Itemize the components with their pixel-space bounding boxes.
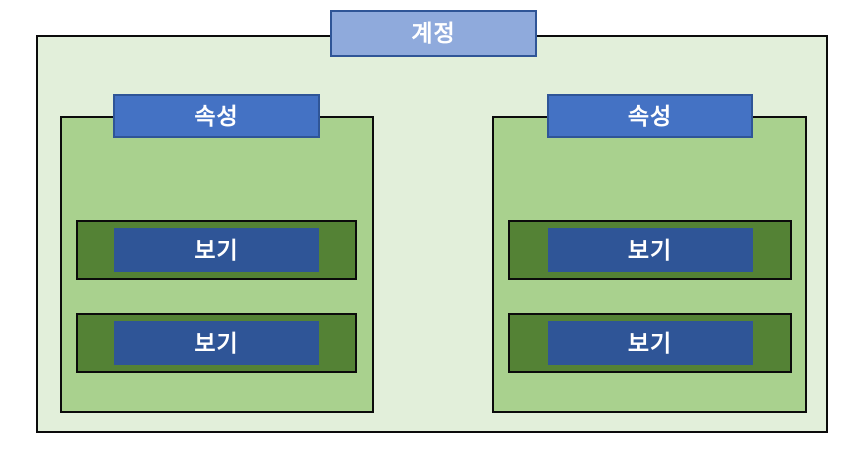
view-node-left-2: 보기 <box>114 321 319 365</box>
view-container-right-1: 보기 <box>508 220 792 280</box>
property-node-right: 속성 <box>547 94 753 138</box>
view-container-left-1: 보기 <box>76 220 357 280</box>
view-container-right-2: 보기 <box>508 313 792 373</box>
view-node-right-1: 보기 <box>547 228 753 272</box>
view-node-left-1: 보기 <box>114 228 319 272</box>
account-node: 계정 <box>330 10 537 57</box>
view-container-left-2: 보기 <box>76 313 357 373</box>
view-node-right-2: 보기 <box>547 321 753 365</box>
property-node-left: 속성 <box>113 94 320 138</box>
